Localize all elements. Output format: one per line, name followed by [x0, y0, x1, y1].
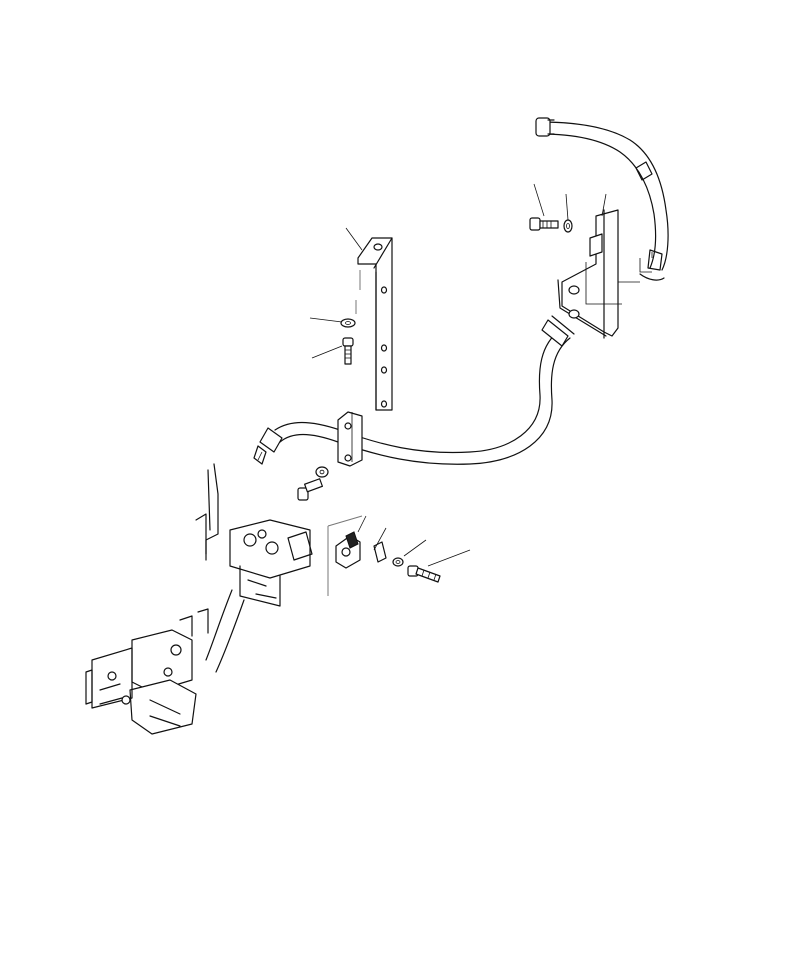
clamp-assembly [327, 515, 387, 596]
leader-line [533, 183, 545, 217]
washer-clamp [392, 557, 404, 567]
washer-center [340, 318, 356, 328]
main-hose [253, 315, 575, 465]
bolt-center [342, 337, 354, 365]
leader-line [345, 227, 363, 251]
hose-clamp-lower [337, 411, 363, 467]
upper-hose [535, 117, 669, 281]
long-bracket-plate [355, 237, 393, 411]
leader-line [601, 193, 607, 217]
bolt-lower [297, 478, 324, 501]
leader-line [311, 345, 343, 359]
bolt-upper-right [529, 217, 559, 231]
upper-bracket [557, 209, 640, 339]
leader-line [403, 539, 427, 557]
washer-lower [315, 466, 329, 478]
leader-line [565, 193, 569, 221]
washer-upper-right [563, 219, 573, 233]
valve-block [85, 463, 313, 735]
leader-line [427, 549, 471, 567]
leader-line [309, 317, 343, 323]
bolt-clamp [407, 565, 441, 583]
